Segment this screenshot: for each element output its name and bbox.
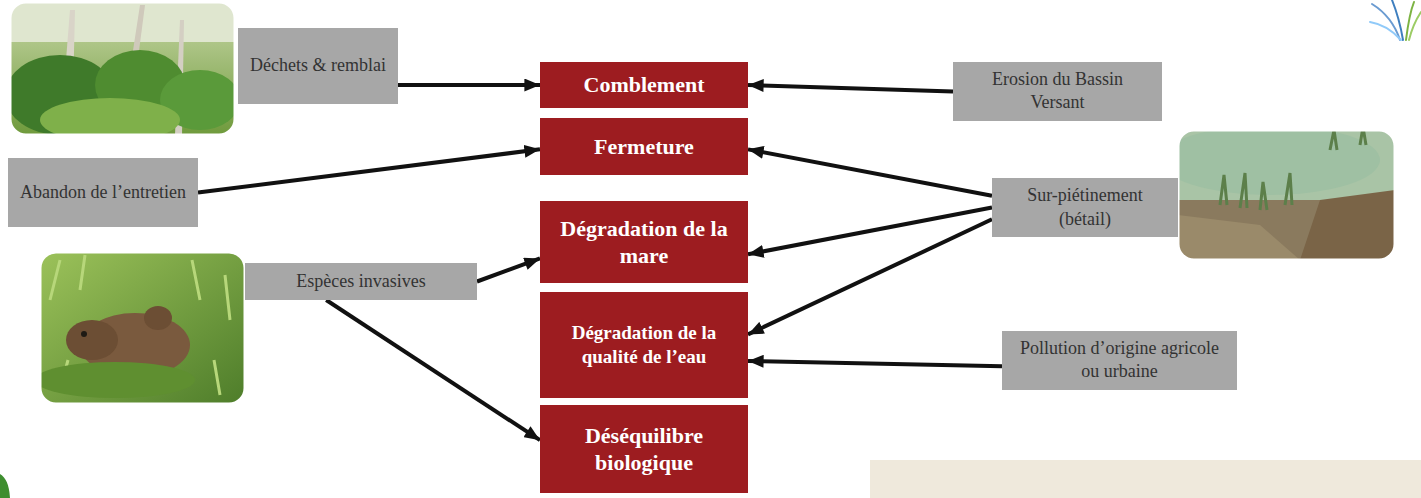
impact-box: Comblement	[540, 62, 748, 108]
impact-box: Fermeture	[540, 118, 748, 175]
cause-box: Abandon de l’entretien	[8, 158, 198, 227]
node-label: Comblement	[584, 71, 705, 99]
node-label: Fermeture	[594, 133, 694, 161]
node-label: Dégradation de la qualité de l’eau	[550, 321, 738, 369]
node-label: Déséquilibre biologique	[550, 422, 738, 477]
node-label: Déchets & remblai	[250, 54, 386, 77]
cause-box: Sur-piétinement (bétail)	[992, 178, 1178, 237]
arrow-connector	[748, 149, 992, 195]
arrow-connector	[477, 258, 540, 281]
arrow-connector	[398, 83, 540, 87]
node-label: Dégradation de la mare	[550, 215, 738, 270]
impact-box: Dégradation de la mare	[540, 201, 748, 283]
node-label: Espèces invasives	[296, 270, 425, 293]
cause-box: Erosion du Bassin Versant	[953, 62, 1162, 121]
cause-box: Déchets & remblai	[238, 28, 398, 104]
arrow-connector	[748, 219, 992, 334]
coypu-photo	[40, 252, 245, 404]
cause-box: Pollution d’origine agricole ou urbaine	[1002, 331, 1237, 390]
impact-box: Déséquilibre biologique	[540, 405, 748, 493]
arrow-connector	[748, 85, 953, 91]
pond-photo	[1178, 130, 1395, 260]
cause-box: Espèces invasives	[245, 263, 477, 300]
node-label: Sur-piétinement (bétail)	[1002, 184, 1168, 231]
node-label: Erosion du Bassin Versant	[963, 68, 1152, 115]
reed-logo	[1370, 0, 1421, 40]
impact-box: Dégradation de la qualité de l’eau	[540, 292, 748, 398]
node-label: Abandon de l’entretien	[20, 181, 186, 204]
arrow-connector	[748, 361, 1002, 366]
corner-mark	[0, 474, 10, 498]
arrow-connector	[748, 208, 992, 255]
footer-panel	[870, 460, 1421, 498]
arrow-connector	[326, 300, 540, 440]
bush-photo	[10, 2, 235, 135]
arrow-connector	[198, 149, 540, 192]
node-label: Pollution d’origine agricole ou urbaine	[1012, 337, 1227, 384]
